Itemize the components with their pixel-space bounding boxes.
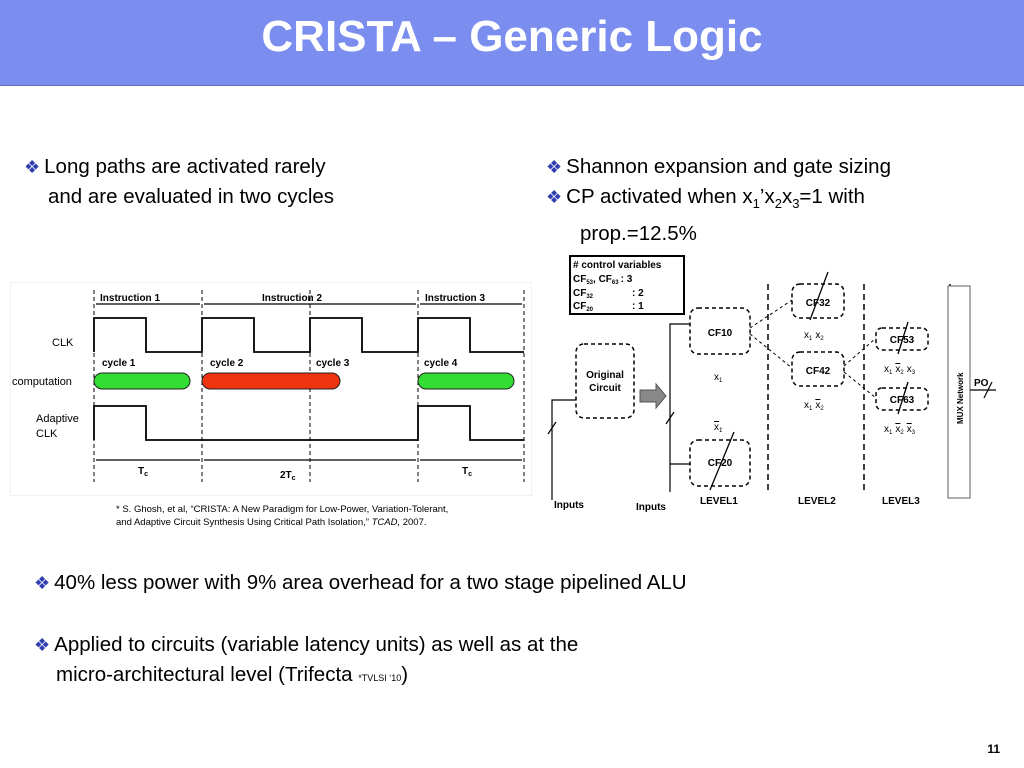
input-line-orig [551,399,576,500]
instr3-label: Instruction 3 [425,293,485,304]
close-paren: ) [401,663,409,686]
cv-row1: CF53, CF63: 3 [573,274,633,286]
bullet-text: Shannon expansion and gate sizing [566,155,891,178]
subscript: 1 [752,196,760,212]
po-label: PO [974,378,989,389]
bullet-applied: ❖Applied to circuits (variable latency u… [34,630,578,693]
cf20-node [689,439,751,487]
cycle1-bar [93,372,191,390]
cf42-node [791,351,845,387]
input-line-cf10 [669,323,690,492]
bullet-text: 40% less power with 9% area overhead for… [54,571,687,594]
level3-label: LEVEL3 [882,496,920,507]
diamond-bullet-icon: ❖ [34,635,51,655]
original-label: Original [586,370,624,381]
cf32-label: CF32 [806,298,831,309]
bullet-power-savings: ❖40% less power with 9% area overhead fo… [34,568,687,598]
title-bar: CRISTA – Generic Logic [0,0,1024,86]
adaptive-label: Adaptive [36,413,79,425]
adaptive-clk-waveform [93,405,524,441]
cycle3-label: cycle 3 [316,358,350,369]
bullet-text-cont: and are evaluated in two cycles [48,185,335,208]
bullet-text-cont: prop.=12.5% [580,222,697,246]
bus-slash [547,421,557,435]
diamond-bullet-icon: ❖ [546,157,563,177]
x1-label: x1 [714,372,723,384]
citation-line1: * S. Ghosh, et al, “CRISTA: A New Paradi… [116,504,449,515]
bullet-cp-activated: ❖CP activated when x1’x2x3=1 with prop.=… [546,182,865,249]
cv-row2: CF32: 2 [573,288,644,300]
subscript: 3 [792,196,800,212]
mux-label: MUX Network [956,372,965,424]
cycle4-bar [417,372,515,390]
clk-label: CLK [52,337,74,349]
cf10-label: CF10 [708,328,733,339]
citation: * S. Ghosh, et al, “CRISTA: A New Paradi… [116,503,448,529]
mux-network-box [947,285,971,499]
text: CP activated when x [566,185,753,208]
po-slash [983,381,993,399]
text: x [781,185,793,208]
cf53-node [875,327,929,351]
text: =1 with [799,185,865,208]
bullet-long-paths: ❖Long paths are activated rarely and are… [24,152,334,212]
bullet-text-cont: micro-architectural level (Trifecta [56,663,359,686]
citation-journal: TCAD, [371,517,401,528]
clk-waveform [93,317,524,353]
cv-title: # control variables [573,260,662,271]
gate-sizing-slashes [709,271,909,491]
cf63-node [875,387,929,411]
cycle1-label: cycle 1 [102,358,136,369]
control-variables-box [569,255,685,315]
slide-title: CRISTA – Generic Logic [261,12,763,61]
tc2-label: Tc [462,466,472,478]
shannon-diagram: # control variables CF53, CF63: 3 CF32: … [547,255,996,513]
instr1-label: Instruction 1 [100,293,160,304]
cf42-label: CF42 [806,366,831,377]
bullet-text: Applied to circuits (variable latency un… [54,633,579,656]
inputs-label-2: Inputs [636,502,666,513]
transform-arrow [639,382,667,410]
2tc-label: 2Tc [280,470,296,482]
adaptive-clk-label: CLK [36,428,58,440]
cycle4-label: cycle 4 [424,358,458,369]
level2-label: LEVEL2 [798,496,836,507]
x1-bar-label: x1 [714,422,723,434]
bullet-shannon: ❖Shannon expansion and gate sizing [546,152,891,182]
trifecta-ref: *TVLSI ‘10 [358,673,402,683]
cv-row3: CF20: 1 [573,301,644,313]
tc1-label: Tc [138,466,148,478]
level1-label: LEVEL1 [700,496,738,507]
citation-year: 2007. [402,517,427,528]
diamond-bullet-icon: ❖ [546,187,563,207]
timing-diagram: Instruction 1 Instruction 2 Instruction … [10,282,532,496]
cf10-node [689,307,751,355]
cycle2-label: cycle 2 [210,358,244,369]
subscript: 2 [774,196,782,212]
instr2-label: Instruction 2 [262,293,322,304]
original-circuit-box [575,343,635,419]
bullet-text: Long paths are activated rarely [44,155,326,178]
computation-label: computation [12,376,72,388]
cf32-node [791,283,845,319]
page-number: 11 [987,742,1000,756]
diamond-bullet-icon: ❖ [24,157,41,177]
diamond-bullet-icon: ❖ [34,573,51,593]
inputs-label-1: Inputs [554,500,584,511]
citation-line2: and Adaptive Circuit Synthesis Using Cri… [116,517,369,528]
cf20-label: CF20 [708,458,733,469]
circuit-label: Circuit [589,383,621,394]
bus-slash [665,411,675,425]
cycle2-3-bar [201,372,341,390]
text: ’x [759,185,775,208]
shannon-edges [749,299,877,399]
